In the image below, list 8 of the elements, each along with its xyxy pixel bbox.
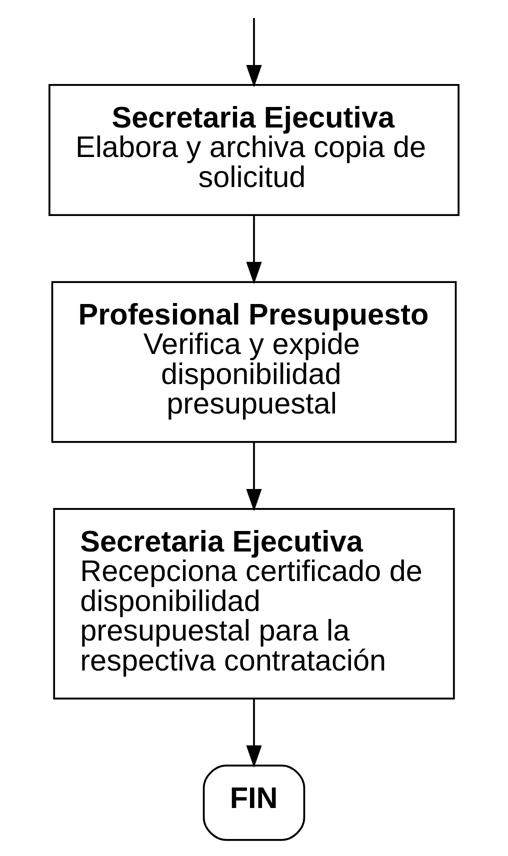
node-box: FIN (202, 764, 306, 841)
node-box: Secretaria Ejecutiva Elabora y archiva copia de solicitud (48, 84, 460, 216)
arrow (246, 698, 262, 768)
node-box: Secretaria Ejecutiva Recepciona certificado de disponibilidad presupuestal para la respectiva contratación (53, 508, 455, 700)
arrow (246, 442, 262, 512)
arrow (246, 215, 262, 284)
arrow (246, 18, 262, 88)
node-box: Profesional Presupuesto Verifica y expide disponibilidad presupuestal (51, 281, 457, 443)
